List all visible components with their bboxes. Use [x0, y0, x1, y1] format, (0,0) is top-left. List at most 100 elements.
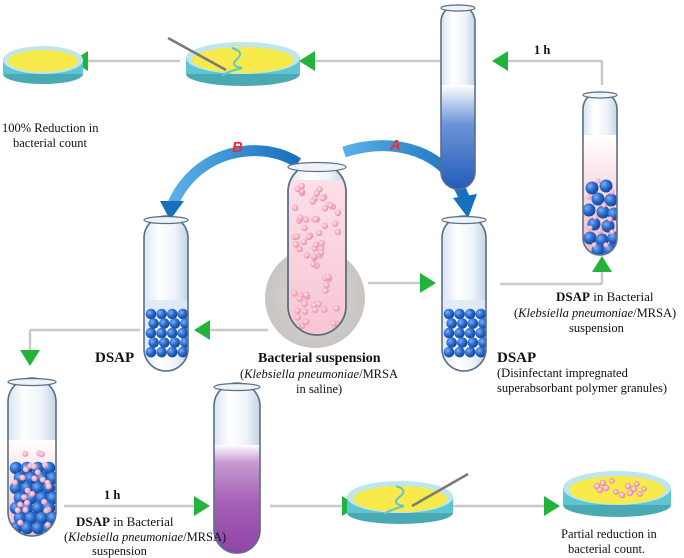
- bacterium: [296, 295, 303, 302]
- arrowhead-to-dish-mid: [299, 51, 315, 71]
- dsap-granules: [9, 461, 56, 535]
- dsap-granule: [475, 327, 486, 339]
- dsap-granule: [177, 308, 188, 320]
- dsap-top-line1: DSAP in Bacterial: [556, 289, 654, 304]
- bacterium: [39, 476, 46, 483]
- dsap-granule: [145, 308, 157, 320]
- petri-dish-partial-reduction: [563, 471, 671, 517]
- bacterium: [19, 474, 26, 481]
- bacterium: [17, 519, 24, 526]
- route-a-label: A: [389, 137, 401, 154]
- dsap-granule: [156, 327, 167, 339]
- bacterium: [321, 306, 328, 313]
- bacterium: [325, 273, 332, 281]
- arrowhead-to-blue-tube: [492, 51, 508, 71]
- bacterium: [316, 229, 323, 237]
- bacterium: [301, 308, 309, 315]
- dsap-right-desc1: (Disinfectant impregnated: [497, 366, 629, 380]
- bacterium: [21, 494, 27, 501]
- bacterium: [24, 499, 30, 506]
- bacterium: [319, 195, 326, 202]
- dsap-granule: [454, 327, 465, 339]
- bacterium: [291, 290, 298, 297]
- bacterium: [22, 506, 29, 513]
- bacterium: [311, 306, 319, 314]
- time-label-top: 1 h: [534, 43, 550, 57]
- dsap-granule: [145, 346, 157, 358]
- dsap-granules: [443, 308, 486, 358]
- hundred-reduction-line1: 100% Reduction in: [2, 121, 99, 135]
- arrowhead-down-to-bottom-left-tube: [20, 350, 40, 366]
- bacterium: [294, 307, 301, 314]
- bacterium: [334, 228, 342, 236]
- dsap-granule: [156, 308, 167, 320]
- dsap-top-line2: (Klebsiella pneumoniae/MRSA): [514, 306, 676, 320]
- bacterium: [302, 216, 310, 223]
- bacterium: [24, 487, 31, 494]
- dsap-granule: [475, 346, 486, 358]
- bacterial-suspension-sub2: in saline): [296, 382, 342, 396]
- partial-reduction-line1: Partial reduction in: [561, 527, 658, 541]
- bacterium: [43, 507, 50, 514]
- bacterium: [296, 245, 303, 253]
- dsap-granule: [31, 481, 45, 495]
- test-tube-dsap-in-suspension-bottom: [7, 377, 57, 537]
- dsap-granule: [158, 318, 170, 329]
- dsap-granule: [478, 318, 486, 329]
- bacterium: [300, 238, 308, 246]
- dsap-bottom-line1: DSAP in Bacterial: [76, 514, 174, 529]
- dsap-granule: [46, 511, 56, 525]
- dsap-granule: [467, 337, 479, 348]
- dsap-granule: [24, 511, 38, 525]
- hundred-reduction-line2: bacterial count: [13, 136, 87, 150]
- bacterium: [310, 260, 317, 268]
- bacterium: [38, 451, 45, 458]
- dsap-granule: [31, 521, 45, 535]
- dsap-granules: [145, 308, 188, 358]
- bacterium: [332, 220, 339, 227]
- dsap-granule: [148, 337, 159, 348]
- bacterium: [301, 300, 308, 308]
- dsap-granule: [180, 318, 188, 329]
- bacterium: [303, 291, 310, 299]
- test-tube-bacterial-suspension: [287, 161, 347, 336]
- bacterium: [34, 469, 41, 476]
- flow-lines: [28, 59, 604, 508]
- bacterium: [298, 182, 305, 190]
- bacterium: [311, 253, 318, 260]
- dsap-right-desc2: superabsorbant polymer granules): [497, 381, 667, 395]
- dsap-granule: [446, 318, 457, 329]
- dsap-granule: [177, 327, 188, 339]
- green-arrowheads: [20, 51, 612, 516]
- bacterium: [11, 479, 18, 486]
- dsap-granule: [145, 327, 157, 339]
- route-b-label: B: [232, 139, 243, 156]
- dsap-granule: [169, 318, 181, 329]
- dsap-granule: [9, 461, 23, 475]
- bacterium: [22, 466, 29, 473]
- dsap-right-label: DSAP: [497, 350, 536, 366]
- bacterium: [31, 463, 37, 470]
- dsap-granule: [13, 511, 27, 525]
- bacterium: [309, 198, 316, 205]
- partial-reduction-line2: bacterial count.: [568, 542, 645, 556]
- petri-dish-streaking-bottom: [347, 472, 469, 524]
- bacterium: [315, 300, 322, 308]
- bacterium: [293, 233, 301, 240]
- bacterium: [305, 233, 313, 240]
- bacterium: [42, 462, 49, 468]
- dsap-granule: [454, 308, 465, 320]
- dsap-granule: [166, 346, 178, 358]
- bacterium: [22, 450, 29, 457]
- arrowhead-to-partial-dish: [544, 496, 560, 516]
- dsap-granule: [464, 327, 476, 339]
- dsap-bottom-line2: (Klebsiella pneumoniae/MRSA): [64, 530, 226, 544]
- bacterium: [334, 209, 342, 217]
- bacterial-suspension-title: Bacterial suspension: [258, 351, 381, 366]
- bacterium: [44, 521, 51, 528]
- bacterium: [312, 216, 319, 223]
- dsap-granule: [148, 318, 159, 329]
- dsap-granule: [180, 337, 188, 348]
